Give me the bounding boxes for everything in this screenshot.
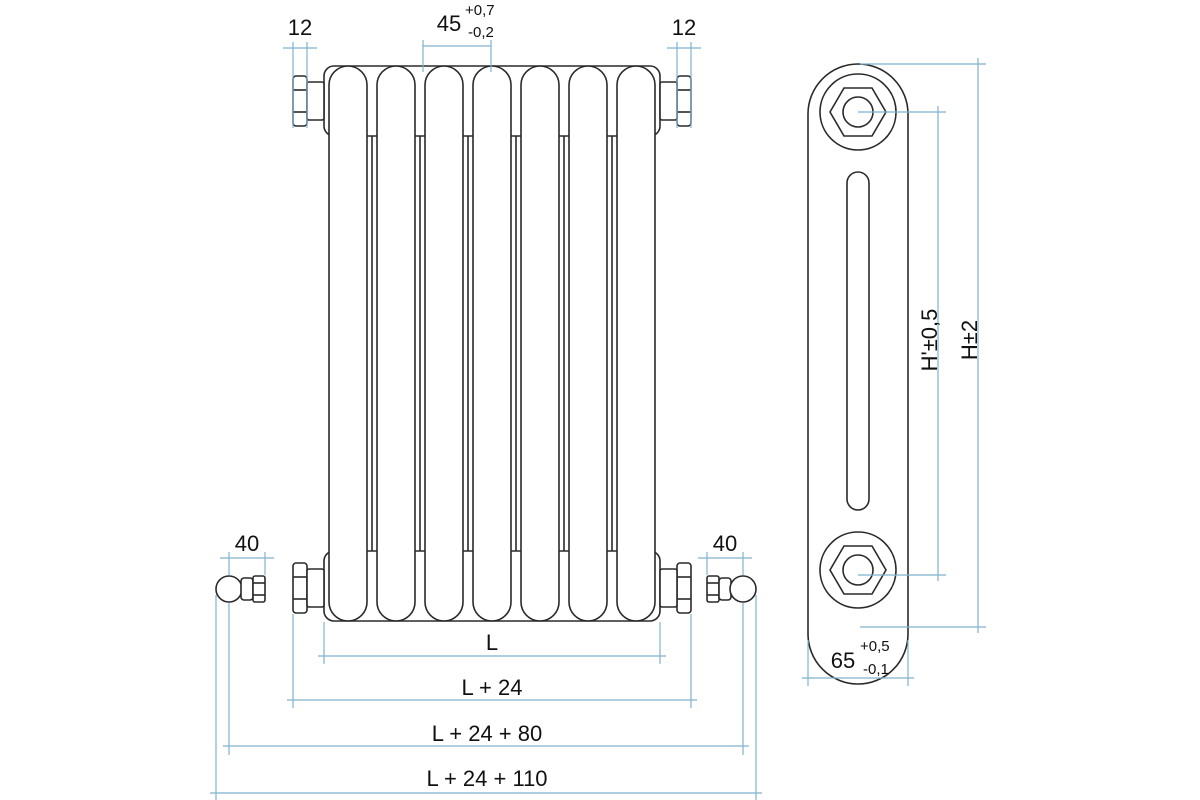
tube-column: [424, 65, 464, 622]
left-valve: [215, 575, 266, 603]
nipple-left-label: 12: [288, 15, 312, 40]
dimension-lines: [210, 40, 986, 800]
pitch-plus-label: +0,7: [465, 2, 495, 19]
tube-column: [616, 65, 656, 622]
tube-column: [568, 65, 608, 622]
side-slot: [846, 171, 870, 511]
bottom-connection: [819, 531, 897, 609]
dim-L2480-label: L + 24 + 80: [432, 721, 543, 746]
valve-left-label: 40: [235, 531, 259, 556]
top-right-plug: [659, 75, 692, 127]
dim-L-label: L: [486, 630, 498, 655]
depth-base-label: 65: [831, 648, 855, 673]
nipple-right-label: 12: [672, 15, 696, 40]
pitch-minus-label: -0,2: [468, 24, 494, 41]
h-axis-label: H'±0,5: [917, 309, 942, 372]
dim-L24-label: L + 24: [462, 675, 523, 700]
top-left-plug: [292, 75, 325, 127]
depth-plus-label: +0,5: [860, 638, 890, 655]
side-body: [807, 63, 909, 685]
pitch-base-label: 45: [437, 11, 461, 36]
bottom-right-plug: [659, 562, 692, 614]
h-total-label: H±2: [957, 320, 982, 360]
bottom-left-plug: [292, 562, 325, 614]
radiator-tubes: [328, 65, 656, 622]
right-valve: [706, 575, 757, 603]
dimension-labels: 12 12 45 +0,7 -0,2 40 40 L L + 24 L + 24…: [235, 2, 982, 791]
tube-column: [472, 65, 512, 622]
side-view: [807, 63, 909, 685]
valve-right-label: 40: [713, 531, 737, 556]
tube-column: [328, 65, 368, 622]
dim-L24110-label: L + 24 + 110: [426, 766, 547, 791]
tube-column: [520, 65, 560, 622]
depth-minus-label: -0,1: [863, 661, 889, 678]
front-view: [215, 65, 757, 622]
tube-column: [376, 65, 416, 622]
